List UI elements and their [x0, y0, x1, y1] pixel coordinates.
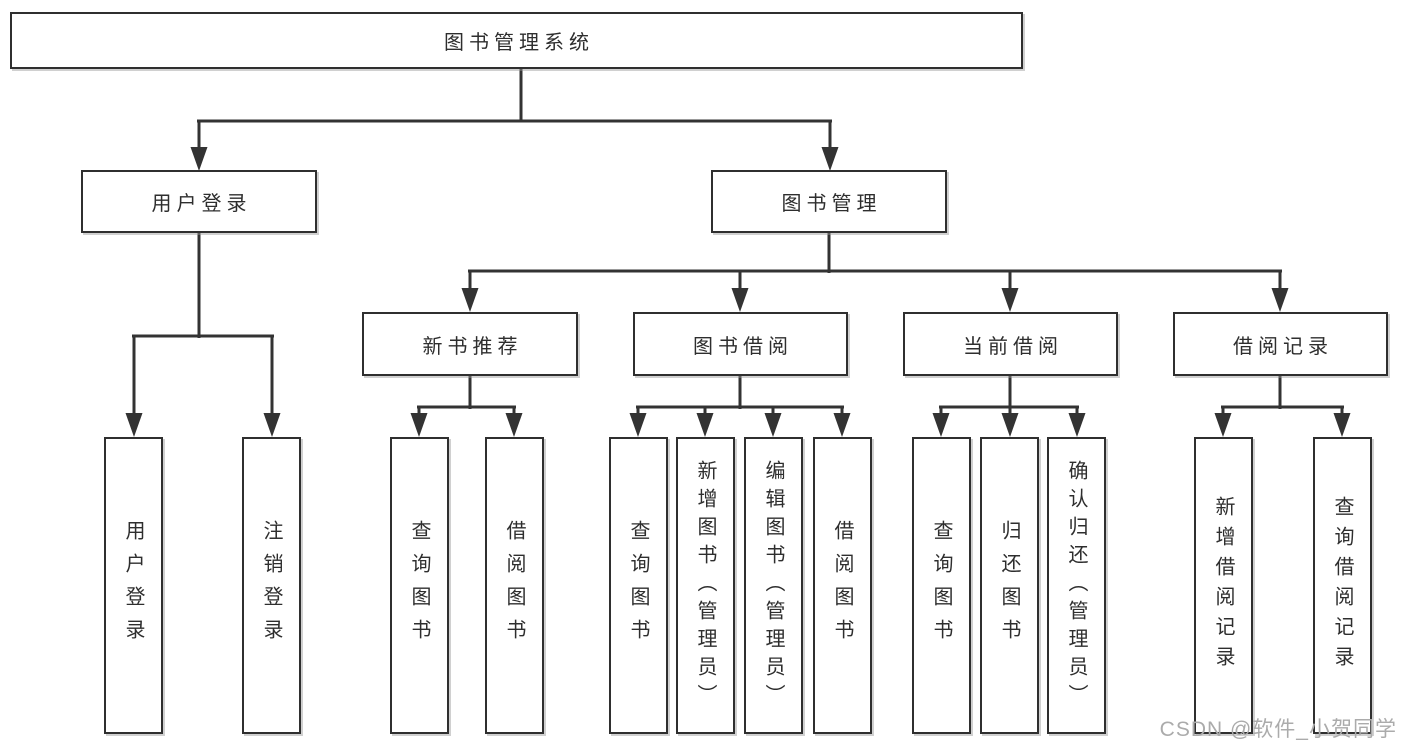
leaf-edit-book-admin: 编辑图书（管理员）: [744, 437, 803, 734]
leaf-user-login: 用户登录: [104, 437, 163, 734]
node-book-management-label: 图书管理: [781, 193, 882, 215]
node-book-borrow-label: 图书借阅: [693, 335, 793, 358]
leaf-borrow-books: 借阅图书: [813, 437, 872, 734]
node-borrow-records-label: 借阅记录: [1233, 335, 1333, 358]
leaf-edit-book-admin-label: 编辑图书（管理员）: [762, 459, 784, 712]
leaf-logout: 注销登录: [242, 437, 301, 734]
node-new-book-recommend: 新书推荐: [362, 312, 578, 376]
arrowheads: [125, 147, 1351, 437]
node-user-login-label: 用户登录: [151, 193, 252, 215]
node-current-borrow-label: 当前借阅: [963, 335, 1063, 358]
leaf-query-books-borrow-label: 查询图书: [627, 519, 649, 652]
leaf-query-books-recommend: 查询图书: [390, 437, 449, 734]
node-new-book-recommend-label: 新书推荐: [422, 335, 523, 358]
leaf-return-books: 归还图书: [980, 437, 1039, 734]
leaf-confirm-return-admin-label: 确认归还（管理员）: [1065, 459, 1087, 712]
leaf-logout-label: 注销登录: [260, 519, 282, 652]
leaf-return-books-label: 归还图书: [998, 519, 1020, 652]
node-borrow-records: 借阅记录: [1173, 312, 1388, 376]
leaf-add-book-admin: 新增图书（管理员）: [676, 437, 735, 734]
leaf-query-borrow-record-label: 查询借阅记录: [1331, 495, 1353, 676]
node-root: 图书管理系统: [10, 12, 1023, 69]
leaf-query-books-current: 查询图书: [912, 437, 971, 734]
leaf-add-borrow-record-label: 新增借阅记录: [1212, 495, 1234, 676]
leaf-user-login-label: 用户登录: [122, 519, 144, 652]
leaf-add-book-admin-label: 新增图书（管理员）: [694, 459, 716, 712]
leaf-query-borrow-record: 查询借阅记录: [1313, 437, 1372, 734]
node-root-label: 图书管理系统: [444, 32, 594, 54]
node-user-login: 用户登录: [81, 170, 317, 233]
leaf-borrow-books-recommend-label: 借阅图书: [503, 519, 525, 652]
leaf-query-books-current-label: 查询图书: [930, 519, 952, 652]
leaf-borrow-books-recommend: 借阅图书: [485, 437, 544, 734]
leaf-confirm-return-admin: 确认归还（管理员）: [1047, 437, 1106, 734]
node-current-borrow: 当前借阅: [903, 312, 1118, 376]
leaf-query-books-borrow: 查询图书: [609, 437, 668, 734]
leaf-query-books-recommend-label: 查询图书: [408, 519, 430, 652]
node-book-borrow: 图书借阅: [633, 312, 848, 376]
csdn-watermark: CSDN @软件_小贺同学: [1159, 718, 1397, 741]
node-book-management: 图书管理: [711, 170, 947, 233]
leaf-add-borrow-record: 新增借阅记录: [1194, 437, 1253, 734]
leaf-borrow-books-label: 借阅图书: [831, 519, 853, 652]
